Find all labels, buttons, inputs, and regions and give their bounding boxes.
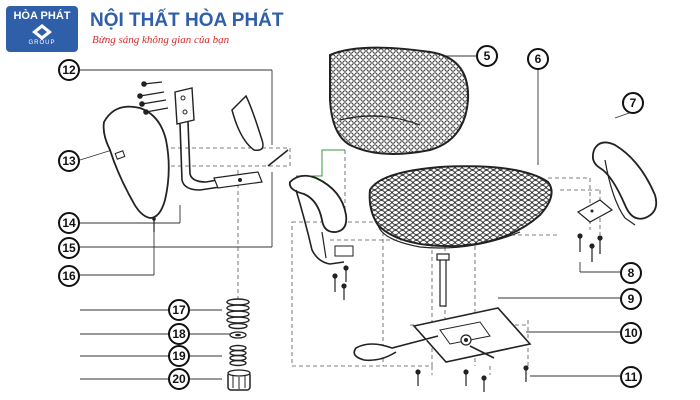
callout-7: 7 [622,92,644,114]
mechanism-screws [415,365,529,392]
callout-9: 9 [620,288,642,310]
callout-8: 8 [620,262,642,284]
callout-15: 15 [58,237,80,259]
brand-logo: HÒA PHÁT GROUP [6,6,78,52]
brand-title: NỘI THẤT HÒA PHÁT [90,10,284,31]
brand-slogan: Bừng sáng không gian của bạn [92,34,230,46]
back-bracket [174,87,289,191]
callout-5: 5 [476,45,498,67]
callout-20: 20 [168,368,190,390]
seat-mesh [368,165,553,249]
leader-lines [79,55,633,380]
back-cover [102,105,170,219]
right-armrest [576,141,658,226]
callout-10: 10 [620,322,642,344]
green-leader [296,149,345,177]
left-armrest [288,174,354,265]
cap [227,369,251,391]
spring [229,344,247,367]
bracket-screws [137,81,169,115]
back-side-panel [231,94,264,152]
logo-emblem-icon [32,24,52,40]
logo-text: HÒA PHÁT [13,10,71,22]
logo-subtext: GROUP [28,40,56,46]
callout-14: 14 [58,212,80,234]
small-screw [152,217,156,232]
seat-screw [436,253,450,307]
backrest-mesh [329,46,470,155]
callout-17: 17 [168,299,190,321]
callout-16: 16 [58,265,80,287]
callout-6: 6 [527,48,549,70]
callout-19: 19 [168,345,190,367]
tilt-mechanism-plate [353,307,532,363]
callout-18: 18 [168,323,190,345]
armrest-screws [332,233,603,300]
gas-lift-spring [226,298,250,330]
callout-12: 12 [58,59,80,81]
callout-11: 11 [620,366,642,388]
callout-13: 13 [58,150,80,172]
washer [229,331,247,339]
